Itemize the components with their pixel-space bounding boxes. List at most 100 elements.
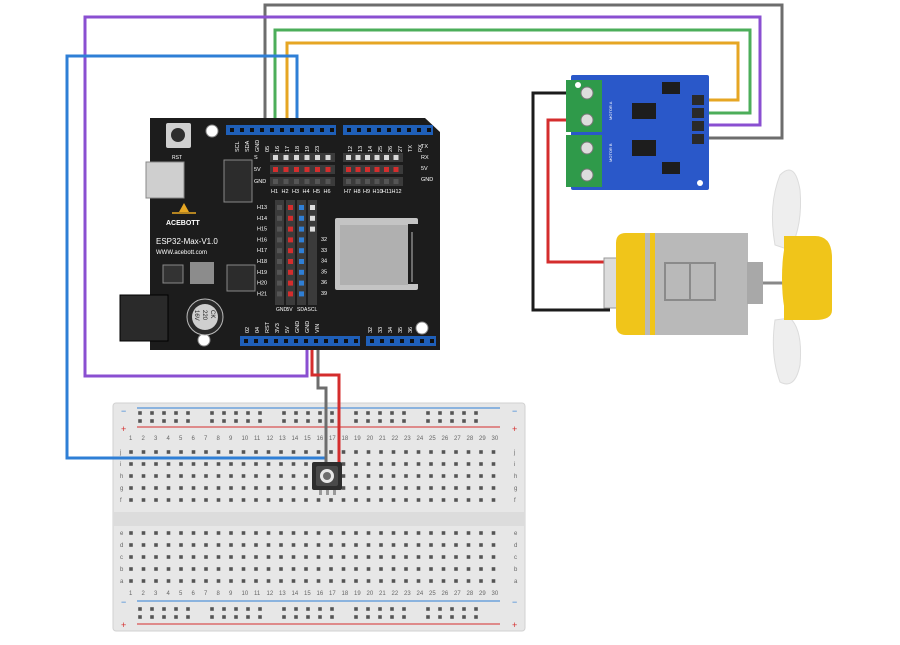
hole: [329, 543, 333, 547]
h-label: H11: [382, 189, 392, 195]
column-number: 7: [204, 591, 208, 597]
pin: [277, 226, 282, 232]
hole: [241, 567, 246, 571]
column-number: 30: [492, 591, 499, 597]
rail-plus-tl: +: [121, 424, 126, 434]
dc-jack: [119, 294, 169, 342]
hole: [241, 543, 246, 547]
hole: [441, 531, 446, 535]
rail-hole: [246, 419, 250, 423]
hole: [129, 498, 133, 502]
rail-hole: [246, 615, 250, 619]
hole: [254, 462, 258, 466]
column-number: 2: [142, 436, 146, 442]
regulator-chip: [162, 264, 184, 284]
hole: [129, 579, 133, 583]
propeller: [771, 169, 832, 385]
pin: [288, 215, 293, 221]
hole: [141, 474, 146, 478]
hole: [454, 498, 458, 502]
hole: [491, 498, 496, 502]
rail-hole: [450, 411, 454, 415]
hole: [416, 567, 421, 571]
hole: [216, 555, 221, 559]
rail-hole: [426, 607, 430, 611]
hole: [154, 543, 158, 547]
hole: [254, 531, 258, 535]
row-label: 5V: [254, 167, 261, 173]
hole: [216, 498, 221, 502]
hole: [291, 543, 296, 547]
column-number: 3: [154, 436, 158, 442]
hole: [454, 531, 458, 535]
pin-label: 02: [245, 327, 251, 333]
hole: [354, 531, 358, 535]
hole: [154, 531, 158, 535]
hole: [216, 543, 221, 547]
rail-hole: [474, 607, 478, 611]
rail-hole: [438, 419, 442, 423]
capacitor: CK 220 16V: [186, 298, 224, 336]
header-pin: [320, 128, 324, 132]
hole: [366, 531, 371, 535]
rail-hole: [150, 419, 154, 423]
rail-hole: [318, 411, 322, 415]
pin: [299, 291, 304, 297]
hole: [166, 543, 171, 547]
pin: [393, 155, 399, 160]
pin-label: 32: [368, 327, 374, 333]
column-number: 11: [254, 436, 261, 442]
column-number: 22: [392, 591, 399, 597]
h-label: H20: [257, 281, 267, 287]
column-number: 29: [479, 436, 486, 442]
header-pin: [400, 339, 404, 343]
rail-hole: [318, 607, 322, 611]
rail-hole: [138, 419, 142, 423]
rail-hole: [306, 607, 310, 611]
hole: [279, 543, 283, 547]
hole: [416, 579, 421, 583]
pin-label: TX: [408, 145, 414, 152]
rail-hole: [354, 615, 358, 619]
rail-hole: [138, 607, 142, 611]
row-label: 5V: [421, 166, 428, 172]
hole: [429, 450, 433, 454]
hole: [379, 462, 383, 466]
hole: [191, 543, 196, 547]
rail-hole: [174, 411, 178, 415]
hole: [254, 486, 258, 490]
terminal-holes-bottom: [129, 531, 496, 583]
column-number: 1: [129, 436, 133, 442]
pin: [304, 167, 310, 172]
header-pin: [244, 339, 248, 343]
column-number: 13: [279, 591, 286, 597]
pin: [315, 155, 320, 160]
hole: [191, 567, 196, 571]
pin-label: 17: [285, 146, 291, 152]
reset-button[interactable]: [166, 123, 191, 148]
pin: [365, 155, 370, 160]
column-number: 15: [304, 436, 311, 442]
hole: [316, 555, 321, 559]
hole: [479, 474, 483, 478]
pin-row: [343, 153, 403, 162]
row-letter: d: [514, 543, 517, 549]
pin: [277, 215, 282, 221]
hole: [204, 579, 208, 583]
pin: [288, 226, 293, 232]
hole: [279, 555, 283, 559]
hole: [479, 555, 483, 559]
header-pin: [304, 339, 308, 343]
rail-hole: [210, 607, 214, 611]
hole: [241, 450, 246, 454]
pin: [299, 248, 304, 254]
row-label: S: [254, 155, 258, 161]
hole: [229, 543, 233, 547]
rail-hole: [210, 615, 214, 619]
pin: [310, 215, 315, 221]
rail-holes-top: [138, 411, 478, 423]
hole: [491, 543, 496, 547]
hole: [416, 543, 421, 547]
